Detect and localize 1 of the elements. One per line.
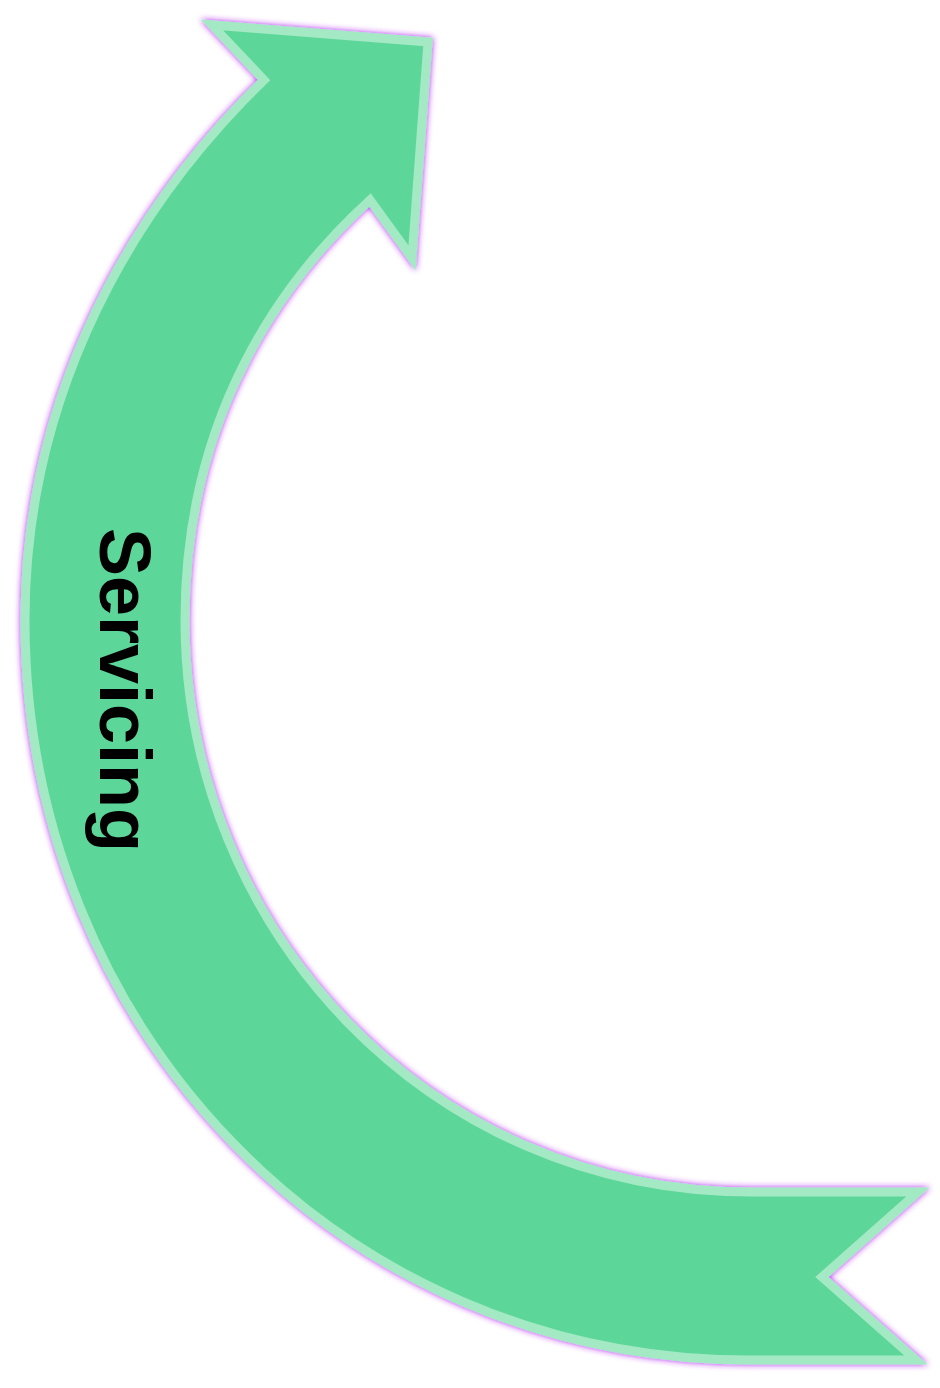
arrow-label: Servicing <box>84 527 167 853</box>
